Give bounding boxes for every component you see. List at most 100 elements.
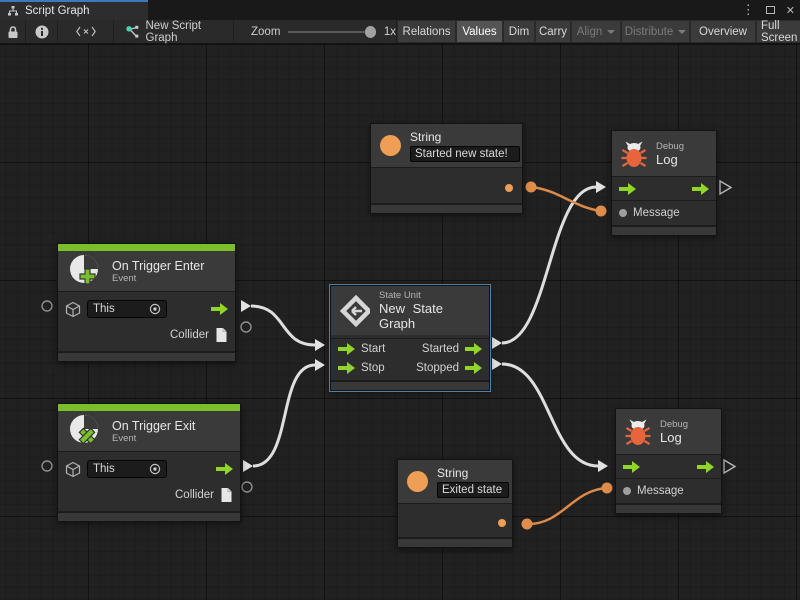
value-wire-dot[interactable]	[601, 482, 613, 494]
fullscreen-button[interactable]: Full Screen	[757, 20, 800, 44]
node-title: On Trigger Exit	[112, 418, 196, 433]
node-footer	[616, 503, 721, 513]
wire-started-to-log[interactable]	[501, 185, 597, 345]
file-icon[interactable]	[215, 327, 228, 343]
flow-out-marker-started[interactable]	[492, 337, 502, 349]
wire-string-to-message-top[interactable]	[530, 185, 602, 213]
zoom-slider-track[interactable]	[288, 30, 371, 33]
flow-out-marker-stopped[interactable]	[492, 358, 502, 370]
tab-bar: Script Graph ⋮ ✕	[0, 0, 800, 20]
on-trigger-enter-icon	[70, 255, 98, 285]
target-object-field[interactable]: This	[87, 460, 167, 478]
graph-breadcrumb[interactable]: New Script Graph	[114, 20, 234, 44]
value-wire-dot[interactable]	[525, 181, 537, 193]
port-label-start: Start	[361, 343, 386, 355]
relations-button[interactable]: Relations	[398, 21, 455, 42]
flow-in-arrow-icon[interactable]	[338, 362, 355, 374]
node-debug-log-top[interactable]: Debug Log Message	[611, 130, 717, 236]
cube-icon	[65, 461, 81, 477]
tab-script-graph[interactable]: Script Graph	[0, 0, 148, 20]
object-picker-icon[interactable]	[149, 463, 161, 475]
string-output-port[interactable]	[498, 519, 506, 527]
unconnected-port-this-exit[interactable]	[41, 460, 53, 472]
node-footer	[331, 380, 489, 390]
lock-button[interactable]	[0, 20, 26, 43]
flow-in-arrow-icon[interactable]	[619, 182, 636, 195]
node-footer	[612, 225, 716, 235]
node-footer	[58, 511, 240, 521]
flow-out-arrow-icon[interactable]	[465, 362, 482, 374]
message-input-port[interactable]	[619, 209, 627, 217]
node-state-unit[interactable]: State Unit New State Graph Start Started…	[329, 284, 491, 392]
string-value-icon	[407, 471, 428, 492]
values-button[interactable]: Values	[457, 21, 502, 42]
node-on-trigger-exit[interactable]: On Trigger Exit Event This	[57, 403, 241, 522]
flow-in-marker-stop[interactable]	[315, 359, 325, 371]
info-icon	[35, 25, 48, 38]
flow-in-marker-log-bottom[interactable]	[598, 460, 608, 472]
string-output-port[interactable]	[505, 184, 513, 192]
node-string-top[interactable]: String	[370, 123, 523, 214]
node-string-bottom[interactable]: String	[397, 459, 513, 548]
cube-icon	[65, 301, 81, 317]
maximize-icon[interactable]	[765, 6, 775, 14]
overview-button[interactable]: Overview	[691, 21, 755, 42]
info-button[interactable]	[26, 20, 58, 43]
unconnected-port-collider-exit[interactable]	[241, 481, 253, 493]
zoom-label: Zoom	[251, 25, 281, 38]
unconnected-flow-marker-top[interactable]	[719, 179, 733, 196]
bug-icon	[621, 141, 647, 167]
port-label: Collider	[170, 329, 209, 341]
event-color-bar	[58, 244, 235, 251]
message-input-port[interactable]	[623, 487, 631, 495]
flow-in-arrow-icon[interactable]	[338, 343, 355, 355]
distribute-dropdown[interactable]: Distribute	[622, 21, 689, 42]
align-dropdown[interactable]: Align	[572, 21, 620, 42]
zoom-slider-handle[interactable]	[364, 25, 376, 38]
flow-in-marker-log-top[interactable]	[596, 181, 606, 193]
carry-button[interactable]: Carry	[536, 21, 570, 42]
flow-out-marker-exit[interactable]	[243, 460, 253, 472]
flow-out-arrow-icon[interactable]	[692, 182, 709, 195]
flow-in-marker-start[interactable]	[315, 339, 325, 351]
port-label-started: Started	[421, 343, 459, 355]
string-value-input[interactable]	[410, 145, 520, 162]
code-view-button[interactable]	[58, 20, 114, 43]
wire-exit-to-stop[interactable]	[252, 363, 316, 468]
flow-in-arrow-icon[interactable]	[623, 460, 640, 473]
flow-out-arrow-icon[interactable]	[211, 303, 228, 315]
unconnected-port-collider-enter[interactable]	[240, 321, 252, 333]
state-unit-icon	[340, 294, 370, 327]
object-picker-icon[interactable]	[149, 303, 161, 315]
tab-title: Script Graph	[25, 5, 90, 17]
bug-icon	[625, 419, 651, 445]
close-icon[interactable]: ✕	[785, 4, 795, 17]
wire-stopped-to-log[interactable]	[501, 362, 599, 468]
node-on-trigger-enter[interactable]: On Trigger Enter Event This	[57, 243, 236, 362]
flow-out-arrow-icon[interactable]	[697, 460, 714, 473]
flow-out-marker-enter[interactable]	[241, 300, 251, 312]
string-value-input[interactable]	[437, 481, 509, 498]
node-title: String	[410, 129, 442, 144]
node-subtitle: Event	[112, 432, 137, 444]
port-label-stop: Stop	[361, 362, 385, 374]
wire-string-to-message-bottom[interactable]	[526, 486, 608, 526]
node-debug-log-bottom[interactable]: Debug Log Message	[615, 408, 722, 514]
node-kind: Debug	[660, 418, 688, 430]
graph-hierarchy-icon	[8, 6, 18, 16]
file-icon[interactable]	[220, 487, 233, 503]
value-wire-dot[interactable]	[521, 518, 533, 530]
dim-button[interactable]: Dim	[504, 21, 534, 42]
unconnected-port-this-enter[interactable]	[41, 300, 53, 312]
target-object-field[interactable]: This	[87, 300, 167, 318]
port-label: Message	[637, 485, 684, 497]
node-kind: State Unit	[379, 290, 421, 301]
kebab-menu-icon[interactable]: ⋮	[741, 2, 755, 17]
unconnected-flow-marker-bottom[interactable]	[723, 458, 737, 475]
flow-out-arrow-icon[interactable]	[465, 343, 482, 355]
value-wire-dot[interactable]	[595, 205, 607, 217]
wire-enter-to-start[interactable]	[250, 304, 316, 347]
node-title: On Trigger Enter	[112, 258, 205, 273]
flow-out-arrow-icon[interactable]	[216, 463, 233, 475]
